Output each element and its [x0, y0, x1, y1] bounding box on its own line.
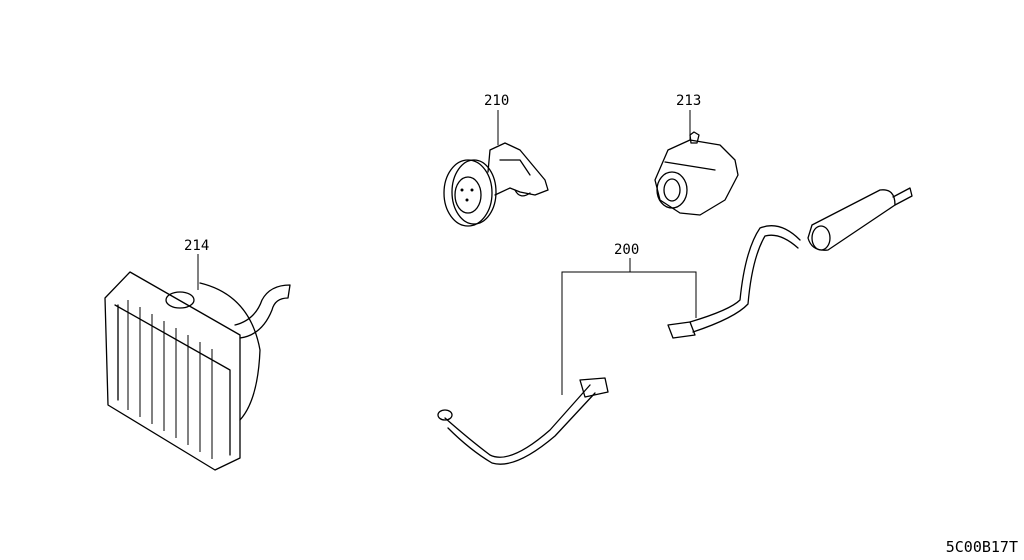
- radiator-drawing: [104, 271, 291, 471]
- part-label-214: 214: [184, 238, 210, 254]
- thermostat-housing-drawing: [654, 131, 739, 216]
- exhaust-pipe-drawing: [437, 187, 913, 465]
- water-pump-drawing: [443, 142, 549, 227]
- part-label-213: 213: [676, 93, 702, 109]
- part-label-200: 200: [614, 242, 640, 258]
- leader-lines: [197, 110, 697, 395]
- part-label-210: 210: [484, 93, 510, 109]
- diagram-code: 5C00B17T: [945, 538, 1018, 556]
